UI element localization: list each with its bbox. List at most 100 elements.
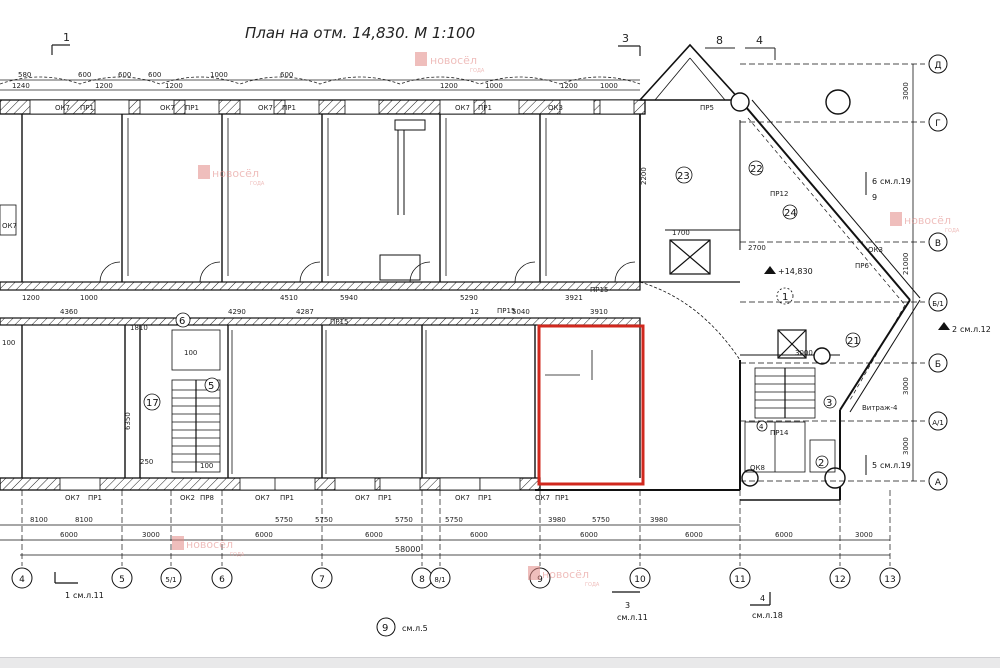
svg-text:6000: 6000 bbox=[470, 531, 488, 539]
svg-text:новосёл: новосёл bbox=[542, 568, 589, 581]
svg-text:600: 600 bbox=[118, 71, 131, 79]
svg-text:новосёл: новосёл bbox=[212, 167, 259, 180]
view-ref-5: 5 см.л.19 bbox=[865, 455, 911, 475]
svg-text:3000: 3000 bbox=[902, 437, 910, 455]
svg-text:4: 4 bbox=[760, 594, 765, 603]
svg-text:см.л.11: см.л.11 bbox=[617, 613, 648, 622]
svg-text:9: 9 bbox=[872, 193, 877, 202]
svg-text:1: 1 bbox=[63, 31, 70, 44]
svg-text:3000: 3000 bbox=[902, 377, 910, 395]
svg-text:А: А bbox=[935, 478, 942, 488]
elevator-shafts bbox=[669, 239, 807, 359]
svg-text:ПР15: ПР15 bbox=[330, 318, 348, 326]
watermark-2: новосёл ГОДА bbox=[198, 165, 265, 187]
svg-text:3000: 3000 bbox=[142, 531, 160, 539]
bottom-axis-bubbles bbox=[11, 567, 901, 589]
wc-block bbox=[744, 421, 836, 473]
svg-text:2700: 2700 bbox=[748, 244, 766, 252]
svg-text:22: 22 bbox=[750, 164, 763, 175]
svg-text:10: 10 bbox=[634, 575, 646, 585]
watermark-3: новосёл ГОДА bbox=[890, 212, 960, 234]
top-dimension-lines bbox=[0, 76, 641, 91]
svg-text:5290: 5290 bbox=[460, 294, 478, 302]
svg-text:ОК7: ОК7 bbox=[55, 104, 70, 112]
view-ref-6: 6 см.л.19 9 bbox=[865, 172, 911, 202]
section-mark-3-bottom: 3 см.л.11 bbox=[612, 591, 648, 622]
svg-text:ПР14: ПР14 bbox=[770, 429, 789, 437]
svg-text:8: 8 bbox=[716, 34, 723, 47]
svg-text:4: 4 bbox=[756, 34, 763, 47]
svg-text:6: 6 bbox=[179, 316, 185, 327]
svg-text:4290: 4290 bbox=[228, 308, 246, 316]
svg-text:1000: 1000 bbox=[80, 294, 98, 302]
bottom-scroll-strip bbox=[0, 657, 1000, 668]
room-number-markers bbox=[143, 160, 861, 469]
svg-text:6: 6 bbox=[872, 177, 877, 186]
svg-text:ПР1: ПР1 bbox=[378, 494, 392, 502]
stair-left bbox=[171, 329, 221, 473]
svg-text:новосёл: новосёл bbox=[186, 538, 233, 551]
svg-text:250: 250 bbox=[140, 458, 153, 466]
section-mark-4-top: 4 bbox=[745, 34, 776, 60]
svg-text:ГОДА: ГОДА bbox=[250, 181, 265, 187]
svg-text:24: 24 bbox=[784, 208, 797, 219]
stair-left-labels: 1810 100 250 6350 100 bbox=[124, 324, 213, 470]
upper-doors bbox=[99, 261, 636, 283]
svg-text:5940: 5940 bbox=[340, 294, 358, 302]
highlighted-room-interior bbox=[545, 350, 593, 380]
svg-text:ОК7: ОК7 bbox=[355, 494, 370, 502]
svg-text:ПР6: ПР6 bbox=[855, 262, 869, 270]
svg-text:4: 4 bbox=[759, 423, 764, 431]
svg-text:1000: 1000 bbox=[600, 82, 618, 90]
stair-right bbox=[754, 367, 816, 419]
bottom-windows bbox=[59, 477, 521, 491]
wing-window-dashes bbox=[747, 117, 906, 401]
bottom-window-marks: ОК7 ПР1 ОК2 ПР8 ОК7 ПР1 ОК7 ПР1 ОК7 ПР1 … bbox=[65, 494, 569, 502]
svg-text:ГОДА: ГОДА bbox=[585, 582, 600, 588]
svg-text:3980: 3980 bbox=[548, 516, 566, 524]
svg-text:5750: 5750 bbox=[395, 516, 413, 524]
svg-text:см.л.5: см.л.5 bbox=[402, 624, 428, 633]
svg-text:ПР15: ПР15 bbox=[497, 307, 515, 315]
svg-text:100: 100 bbox=[200, 462, 213, 470]
svg-text:ПР1: ПР1 bbox=[282, 104, 296, 112]
svg-text:Г: Г bbox=[935, 119, 941, 129]
left-edge-marks: ОК7 100 bbox=[0, 204, 17, 347]
svg-text:13: 13 bbox=[884, 575, 895, 585]
right-wing-walls bbox=[638, 43, 921, 501]
svg-text:ГОДА: ГОДА bbox=[945, 228, 960, 234]
svg-text:ОК7: ОК7 bbox=[258, 104, 273, 112]
svg-text:4510: 4510 bbox=[280, 294, 298, 302]
lower-room-partitions bbox=[21, 325, 641, 478]
svg-text:ОК7: ОК7 bbox=[160, 104, 175, 112]
svg-text:ОК8: ОК8 bbox=[750, 464, 765, 472]
svg-text:4287: 4287 bbox=[296, 308, 314, 316]
svg-text:12: 12 bbox=[834, 575, 845, 585]
svg-text:1000: 1000 bbox=[210, 71, 228, 79]
svg-text:3: 3 bbox=[625, 601, 630, 610]
svg-text:ПР1: ПР1 bbox=[185, 104, 199, 112]
svg-text:1000: 1000 bbox=[485, 82, 503, 90]
right-span-labels: 3000 21000 3000 3000 bbox=[902, 82, 910, 455]
svg-text:1200: 1200 bbox=[22, 294, 40, 302]
svg-text:ОК7: ОК7 bbox=[255, 494, 270, 502]
svg-text:1200: 1200 bbox=[440, 82, 458, 90]
bottom-axis-lines bbox=[21, 490, 891, 566]
section-mark-3-top: 3 bbox=[618, 32, 641, 56]
svg-text:В: В bbox=[935, 239, 941, 249]
upper-shaft bbox=[379, 119, 426, 281]
svg-text:ПР1: ПР1 bbox=[478, 104, 492, 112]
svg-text:100: 100 bbox=[2, 339, 15, 347]
svg-text:6: 6 bbox=[219, 575, 225, 585]
highlighted-room[interactable] bbox=[537, 324, 645, 486]
svg-text:1200: 1200 bbox=[165, 82, 183, 90]
svg-text:8100: 8100 bbox=[30, 516, 48, 524]
svg-text:ОК7: ОК7 bbox=[455, 494, 470, 502]
svg-text:ОК2: ОК2 bbox=[180, 494, 195, 502]
svg-text:новосёл: новосёл bbox=[904, 214, 951, 227]
right-axis-lines bbox=[740, 63, 925, 482]
svg-text:Б: Б bbox=[935, 360, 941, 370]
bottom-dimension-lines bbox=[0, 524, 890, 556]
svg-text:6000: 6000 bbox=[60, 531, 78, 539]
